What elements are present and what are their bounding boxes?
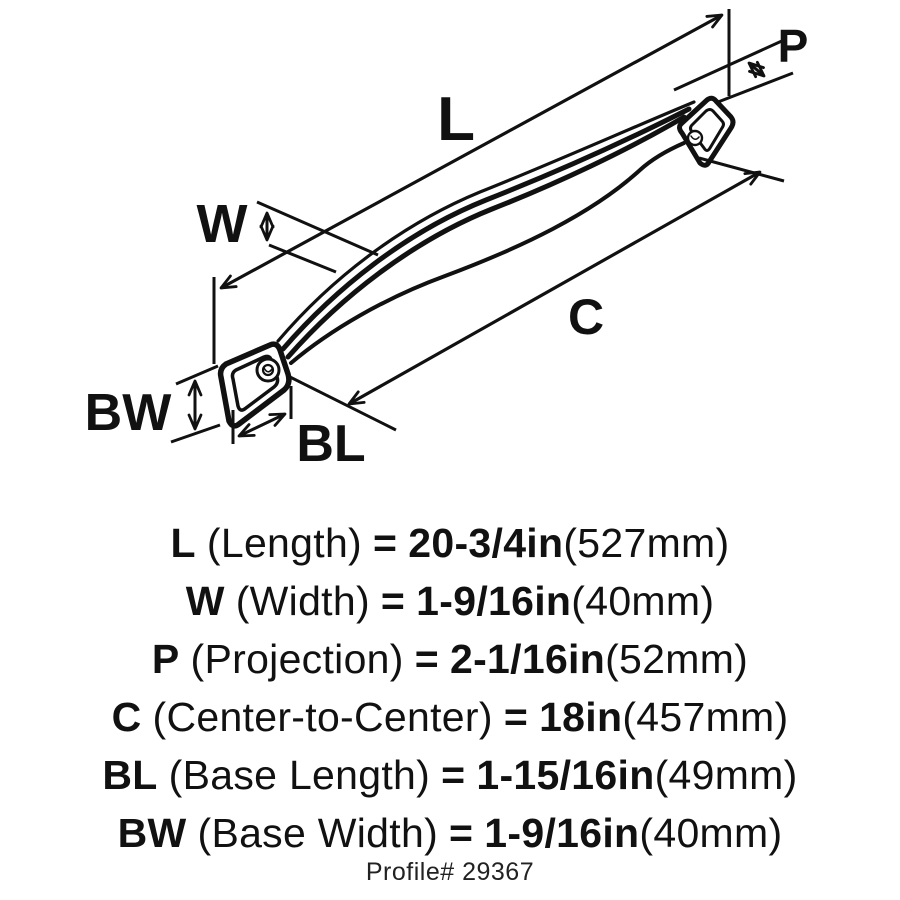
handle-diagram: L P W C BL	[85, 9, 809, 473]
spec-name: (Base Length)	[168, 752, 431, 798]
dim-length-label: L	[437, 85, 475, 154]
spec-name: (Width)	[235, 578, 370, 624]
profile-number: Profile# 29367	[365, 858, 535, 886]
dim-width-label: W	[197, 194, 248, 254]
spec-metric: (40mm)	[571, 578, 715, 624]
spec-row-base-length: BL(Base Length)=1-15/16in(49mm)	[102, 746, 797, 804]
spec-row-center-to-center: C(Center-to-Center)=18in(457mm)	[112, 688, 789, 746]
dim-base-length-arrow	[237, 412, 287, 438]
dim-base-width-label: BW	[85, 384, 173, 442]
spec-equals: =	[414, 636, 439, 682]
spec-abbr: BL	[102, 752, 158, 798]
spec-row-length: L(Length)=20-3/4in(527mm)	[171, 514, 730, 572]
spec-metric: (49mm)	[654, 752, 798, 798]
spec-imperial: 20-3/4in	[408, 520, 564, 566]
dim-projection-arrow	[747, 60, 766, 79]
dim-center	[289, 156, 785, 432]
dim-center-ext-left	[289, 375, 397, 432]
spec-list: L(Length)=20-3/4in(527mm) W(Width)=1-9/1…	[0, 514, 900, 862]
spec-equals: =	[373, 520, 398, 566]
dim-length	[212, 9, 731, 364]
spec-metric: (40mm)	[639, 810, 783, 856]
dim-projection	[673, 38, 794, 104]
dim-projection-label: P	[778, 20, 809, 72]
spec-name: (Center-to-Center)	[152, 694, 493, 740]
spec-row-projection: P(Projection)=2-1/16in(52mm)	[152, 630, 748, 688]
spec-name: (Length)	[206, 520, 362, 566]
spec-abbr: C	[111, 694, 142, 740]
spec-abbr: P	[151, 636, 180, 682]
spec-abbr: L	[170, 520, 196, 566]
dim-center-label: C	[568, 289, 604, 345]
spec-row-base-width: BW(Base Width)=1-9/16in(40mm)	[118, 804, 783, 862]
dim-base-length-label: BL	[296, 415, 365, 473]
left-screw-slot	[263, 367, 273, 373]
spec-metric: (457mm)	[622, 694, 789, 740]
spec-metric: (527mm)	[563, 520, 730, 566]
spec-abbr: W	[185, 578, 225, 624]
spec-equals: =	[503, 694, 529, 740]
dim-length-arrow	[219, 13, 724, 290]
dim-projection-ext-upper	[673, 38, 785, 92]
dim-center-ext-right	[698, 156, 785, 183]
dim-width-tick-lower	[268, 243, 337, 274]
handle-bar	[276, 100, 696, 365]
dim-base-width-tick-lower	[170, 423, 221, 444]
spec-imperial: 1-9/16in	[484, 810, 640, 856]
spec-abbr: BW	[117, 810, 187, 856]
dim-projection-ext-lower	[717, 71, 794, 104]
spec-imperial: 18in	[539, 694, 623, 740]
spec-name: (Projection)	[190, 636, 404, 682]
spec-row-width: W(Width)=1-9/16in(40mm)	[186, 572, 715, 630]
dim-base-width-tick-upper	[175, 364, 219, 386]
dim-base-length	[231, 386, 293, 444]
spec-name: (Base Width)	[197, 810, 439, 856]
spec-equals: =	[449, 810, 474, 856]
dim-center-arrow	[347, 170, 762, 406]
spec-equals: =	[380, 578, 406, 624]
spec-metric: (52mm)	[605, 636, 749, 682]
spec-imperial: 1-9/16in	[416, 578, 572, 624]
spec-equals: =	[441, 752, 466, 798]
left-base	[217, 341, 292, 429]
dim-base-width	[170, 364, 221, 444]
spec-imperial: 2-1/16in	[450, 636, 606, 682]
spec-imperial: 1-15/16in	[476, 752, 655, 798]
handle-bottom-edge	[289, 141, 686, 365]
